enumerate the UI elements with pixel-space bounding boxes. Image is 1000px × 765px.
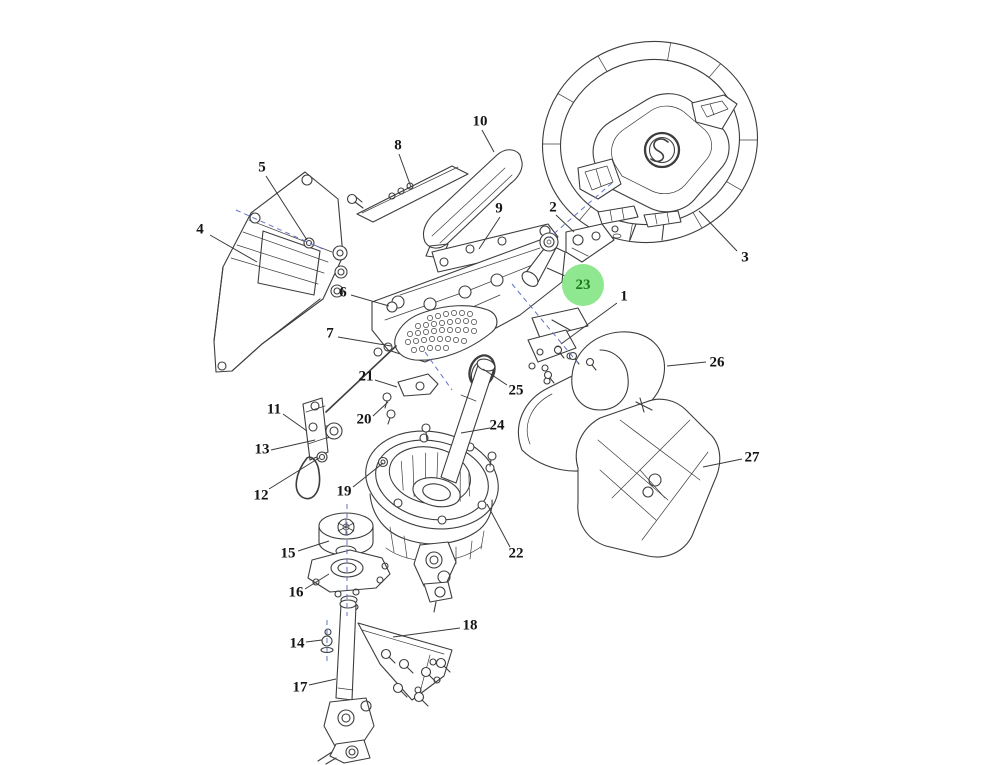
bolts-part20 — [382, 392, 396, 425]
grommet-part5 — [303, 237, 315, 249]
callout-23-label: 23 — [575, 276, 591, 293]
leader-17 — [308, 678, 337, 686]
leader-2 — [555, 214, 575, 233]
callout-11: 11 — [266, 401, 282, 418]
leader-7 — [337, 336, 392, 347]
u-joint-bottom — [317, 697, 375, 765]
callout-13: 13 — [254, 441, 270, 458]
bolt-near-part8 — [346, 193, 364, 209]
callout-9: 9 — [495, 200, 503, 217]
callout-23-highlight[interactable]: 23 — [562, 264, 604, 306]
mounting-bracket-part4 — [213, 171, 348, 373]
leader-20 — [372, 401, 389, 417]
leader-4 — [209, 234, 258, 263]
callout-8: 8 — [394, 137, 402, 154]
callout-10: 10 — [472, 113, 488, 130]
leader-27 — [702, 458, 743, 468]
leader-13 — [270, 439, 316, 451]
bracket-plate-part1 — [527, 307, 589, 396]
leader-26 — [666, 361, 707, 367]
lock-bracket-part2 — [565, 223, 622, 263]
lower-shaft-part17 — [335, 599, 357, 701]
callout-4: 4 — [196, 221, 204, 238]
tilt-rod — [325, 345, 397, 413]
leader-22 — [486, 503, 511, 548]
loose-bolts-part18 — [380, 648, 451, 707]
leader-14 — [305, 639, 323, 643]
callout-27: 27 — [744, 449, 760, 466]
wheel-spoke-buttons — [577, 94, 738, 241]
assembly-axis-lines — [235, 182, 613, 663]
leader-12 — [268, 457, 320, 490]
callout-16: 16 — [288, 584, 304, 601]
callout-20: 20 — [356, 411, 372, 428]
leader-15 — [297, 540, 330, 552]
leader-6 — [350, 294, 390, 307]
leader-3 — [698, 210, 738, 252]
callout-19: 19 — [336, 483, 352, 500]
callout-21: 21 — [358, 368, 374, 385]
callout-22: 22 — [508, 545, 524, 562]
u-joint-mid — [413, 541, 457, 613]
callout-18: 18 — [462, 617, 478, 634]
callout-15: 15 — [280, 545, 296, 562]
callout-25: 25 — [508, 382, 524, 399]
leader-8 — [398, 153, 412, 188]
cable-loop-part12 — [295, 456, 321, 500]
leader-19 — [352, 462, 384, 488]
callout-7: 7 — [326, 325, 334, 342]
leader-21 — [374, 379, 398, 388]
callout-12: 12 — [253, 487, 269, 504]
callout-2: 2 — [549, 199, 557, 216]
tilt-lever-part11-13 — [302, 397, 343, 463]
leader-5 — [265, 175, 308, 241]
leader-lines — [209, 129, 743, 686]
callout-1: 1 — [620, 288, 628, 305]
callout-5: 5 — [258, 159, 266, 176]
leader-1 — [560, 302, 618, 345]
leader-18 — [392, 627, 461, 638]
leader-9 — [478, 216, 501, 250]
ignition-lock-barrel — [521, 232, 559, 287]
lower-shroud-part27 — [575, 397, 721, 558]
leader-11 — [282, 413, 308, 432]
steering-wheel-logo — [643, 131, 681, 169]
upper-cover-part10 — [422, 149, 523, 259]
callout-17: 17 — [292, 679, 308, 696]
callout-6: 6 — [339, 284, 347, 301]
callout-14: 14 — [289, 635, 305, 652]
leader-10 — [481, 129, 495, 153]
bearing-cap-part15 — [318, 512, 374, 557]
callout-26: 26 — [709, 354, 725, 371]
column-tube-part24 — [440, 358, 496, 484]
steering-wheel-part3 — [541, 40, 759, 244]
leader-23 — [546, 267, 566, 277]
callout-3: 3 — [741, 249, 749, 266]
mesh-holes — [405, 310, 477, 353]
clamp-part21 — [397, 373, 439, 397]
leader-25 — [482, 368, 508, 386]
leader-24 — [460, 427, 491, 434]
callout-24: 24 — [489, 417, 505, 434]
leader-16 — [304, 573, 330, 590]
mounting-flange-part19-22 — [365, 423, 499, 566]
cover-strip-part8 — [356, 165, 469, 223]
